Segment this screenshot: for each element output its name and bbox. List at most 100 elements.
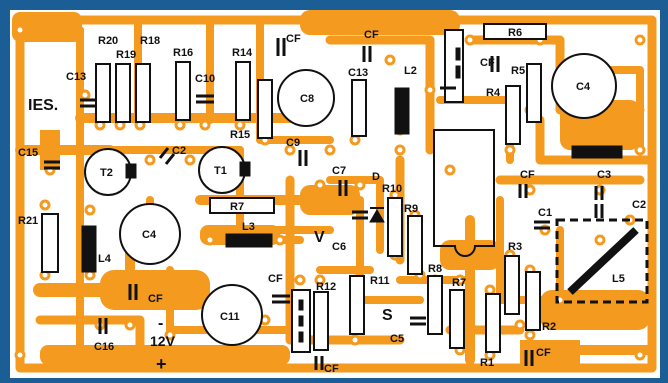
resistor-r8	[427, 275, 443, 335]
inductors-and-diodes	[81, 47, 639, 343]
resistor-r20	[95, 63, 111, 123]
label-c13b: C13	[348, 67, 368, 79]
inductor-l5-box	[555, 218, 649, 304]
label-r7a: R7	[230, 201, 244, 213]
label-l5: L5	[612, 273, 625, 285]
label-r15: R15	[230, 129, 250, 141]
label-r4: R4	[486, 87, 501, 99]
copper-fills	[12, 10, 650, 370]
capacitor-c4a	[551, 53, 617, 119]
label-r21: R21	[18, 215, 38, 227]
capacitor-c8	[277, 69, 335, 127]
label-12v: 12V	[150, 333, 176, 349]
label-c2a: C2	[172, 145, 186, 157]
jumper-mark-1	[298, 299, 304, 311]
jumper-mark-2	[298, 315, 304, 327]
label-cf8: CF	[324, 363, 339, 375]
label-ies: IES.	[28, 97, 58, 114]
ic-pin-marker	[455, 47, 461, 61]
label-r2: R2	[542, 321, 556, 333]
resistor-r19	[115, 63, 131, 123]
label-c4b: C4	[142, 229, 157, 241]
resistor-r2	[525, 271, 541, 331]
label-cf7: CF	[536, 347, 551, 359]
label-t2: T2	[100, 167, 113, 179]
label-r18: R18	[140, 35, 160, 47]
inductor-l3	[225, 233, 273, 248]
label-c15: C15	[18, 147, 38, 159]
capacitor-c4b	[119, 203, 181, 265]
resistor-r10	[387, 197, 403, 257]
label-r1: R1	[480, 357, 494, 369]
resistor-r9	[407, 215, 423, 275]
label-r14: R14	[232, 47, 253, 59]
label-l3: L3	[242, 221, 255, 233]
diode-d	[369, 209, 385, 223]
label-cf4: CF	[520, 169, 535, 181]
resistor-r5	[526, 63, 542, 123]
resistor-r15	[257, 79, 273, 139]
resistor-r11	[349, 275, 365, 335]
label-c7: C7	[332, 165, 346, 177]
small-capacitors	[44, 38, 604, 370]
label-l4: L4	[98, 253, 112, 265]
label-cf2: CF	[364, 29, 379, 41]
label-r9: R9	[404, 203, 418, 215]
capacitor-c13b	[351, 79, 367, 137]
label-v: V	[314, 229, 325, 246]
resistor-r1	[485, 293, 501, 353]
inductor-top-right	[571, 145, 623, 159]
resistor-r18	[135, 63, 151, 123]
label-c2b: C2	[632, 199, 646, 211]
resistor-r6	[483, 23, 547, 40]
label-r10: R10	[382, 183, 402, 195]
label-c16: C16	[94, 341, 114, 353]
label-cf1: CF	[286, 33, 301, 45]
label-c1: C1	[538, 207, 552, 219]
resistor-r4	[505, 85, 521, 145]
label-c6: C6	[332, 241, 346, 253]
label-c3: C3	[597, 169, 611, 181]
transistor-t2-tab	[125, 163, 137, 179]
label-r3: R3	[508, 241, 522, 253]
label-cf3: CF	[480, 57, 495, 69]
label-r12: R12	[316, 281, 336, 293]
resistor-r12	[313, 291, 329, 351]
label-r5: R5	[511, 65, 525, 77]
label-c4a: C4	[576, 81, 591, 93]
label-c5: C5	[390, 333, 404, 345]
label-s: S	[382, 307, 393, 324]
label-c10: C10	[195, 73, 215, 85]
resistor-r7a	[209, 197, 275, 214]
label-d: D	[372, 171, 380, 183]
capacitor-c11	[201, 284, 263, 346]
label-r6: R6	[508, 27, 522, 39]
resistor-r21	[41, 213, 59, 273]
components	[41, 23, 649, 353]
jumper-mark-3	[298, 331, 304, 343]
label-plus: +	[156, 354, 167, 374]
resistor-r16	[175, 61, 191, 121]
ic-pin-marker-2	[455, 65, 461, 79]
inductor-l2	[394, 87, 410, 135]
label-c13a: C13	[66, 71, 86, 83]
label-r19: R19	[116, 49, 136, 61]
component-labels: IES. R20 R19 R18 R16 R14 R15 C13 C10 CF …	[18, 27, 646, 375]
label-c8: C8	[300, 93, 314, 105]
resistor-r3	[504, 255, 520, 315]
label-r11: R11	[370, 275, 390, 287]
label-c11: C11	[220, 311, 240, 323]
label-cf5: CF	[268, 273, 283, 285]
resistor-r14	[235, 61, 251, 121]
ic-outline	[433, 129, 495, 257]
label-t1: T1	[214, 165, 227, 177]
inductor-l4	[81, 225, 97, 273]
label-cf6: CF	[148, 293, 163, 305]
label-minus: -	[158, 315, 163, 332]
label-r20: R20	[98, 35, 118, 47]
label-r8: R8	[428, 263, 442, 275]
label-r7b: R7	[452, 277, 466, 289]
resistor-r7b	[449, 289, 465, 349]
label-r16: R16	[173, 47, 193, 59]
